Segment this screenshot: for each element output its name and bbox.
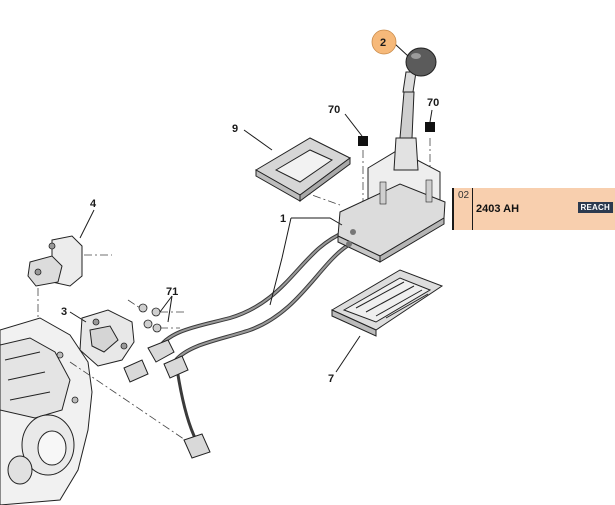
callout-1[interactable]: 1: [280, 213, 286, 225]
part-70-fastener-left: [358, 136, 368, 146]
reference-code: 02: [458, 190, 470, 201]
callout-70-right[interactable]: 70: [427, 97, 439, 109]
callout-71[interactable]: 71: [166, 286, 178, 298]
part-7-tray: [330, 269, 444, 337]
part-number: 2403 AH: [476, 203, 520, 215]
callout-3[interactable]: 3: [61, 306, 67, 318]
callout-4[interactable]: 4: [90, 198, 97, 210]
gear-knob: [405, 47, 437, 77]
reference-panel: 02 2403 AH REACH: [452, 188, 615, 230]
leader-lines: [69, 43, 433, 373]
part-4-bracket: [27, 235, 83, 287]
part-71-nuts: [138, 303, 162, 333]
callout-7[interactable]: 7: [328, 373, 334, 385]
part-9-gaiter-frame: [255, 137, 351, 202]
reach-badge: REACH: [577, 202, 613, 213]
part-70-fastener-right: [425, 122, 435, 132]
gearbox-housing: [0, 317, 93, 505]
shift-cables: [123, 230, 352, 459]
gear-lever-assembly: [337, 47, 446, 263]
callout-2-highlight: [371, 29, 397, 55]
panel-divider: [472, 188, 473, 230]
part-3-bracket: [79, 309, 135, 367]
callout-9[interactable]: 9: [232, 123, 238, 135]
callout-70-left[interactable]: 70: [328, 104, 340, 116]
callout-2[interactable]: 2: [380, 37, 386, 49]
